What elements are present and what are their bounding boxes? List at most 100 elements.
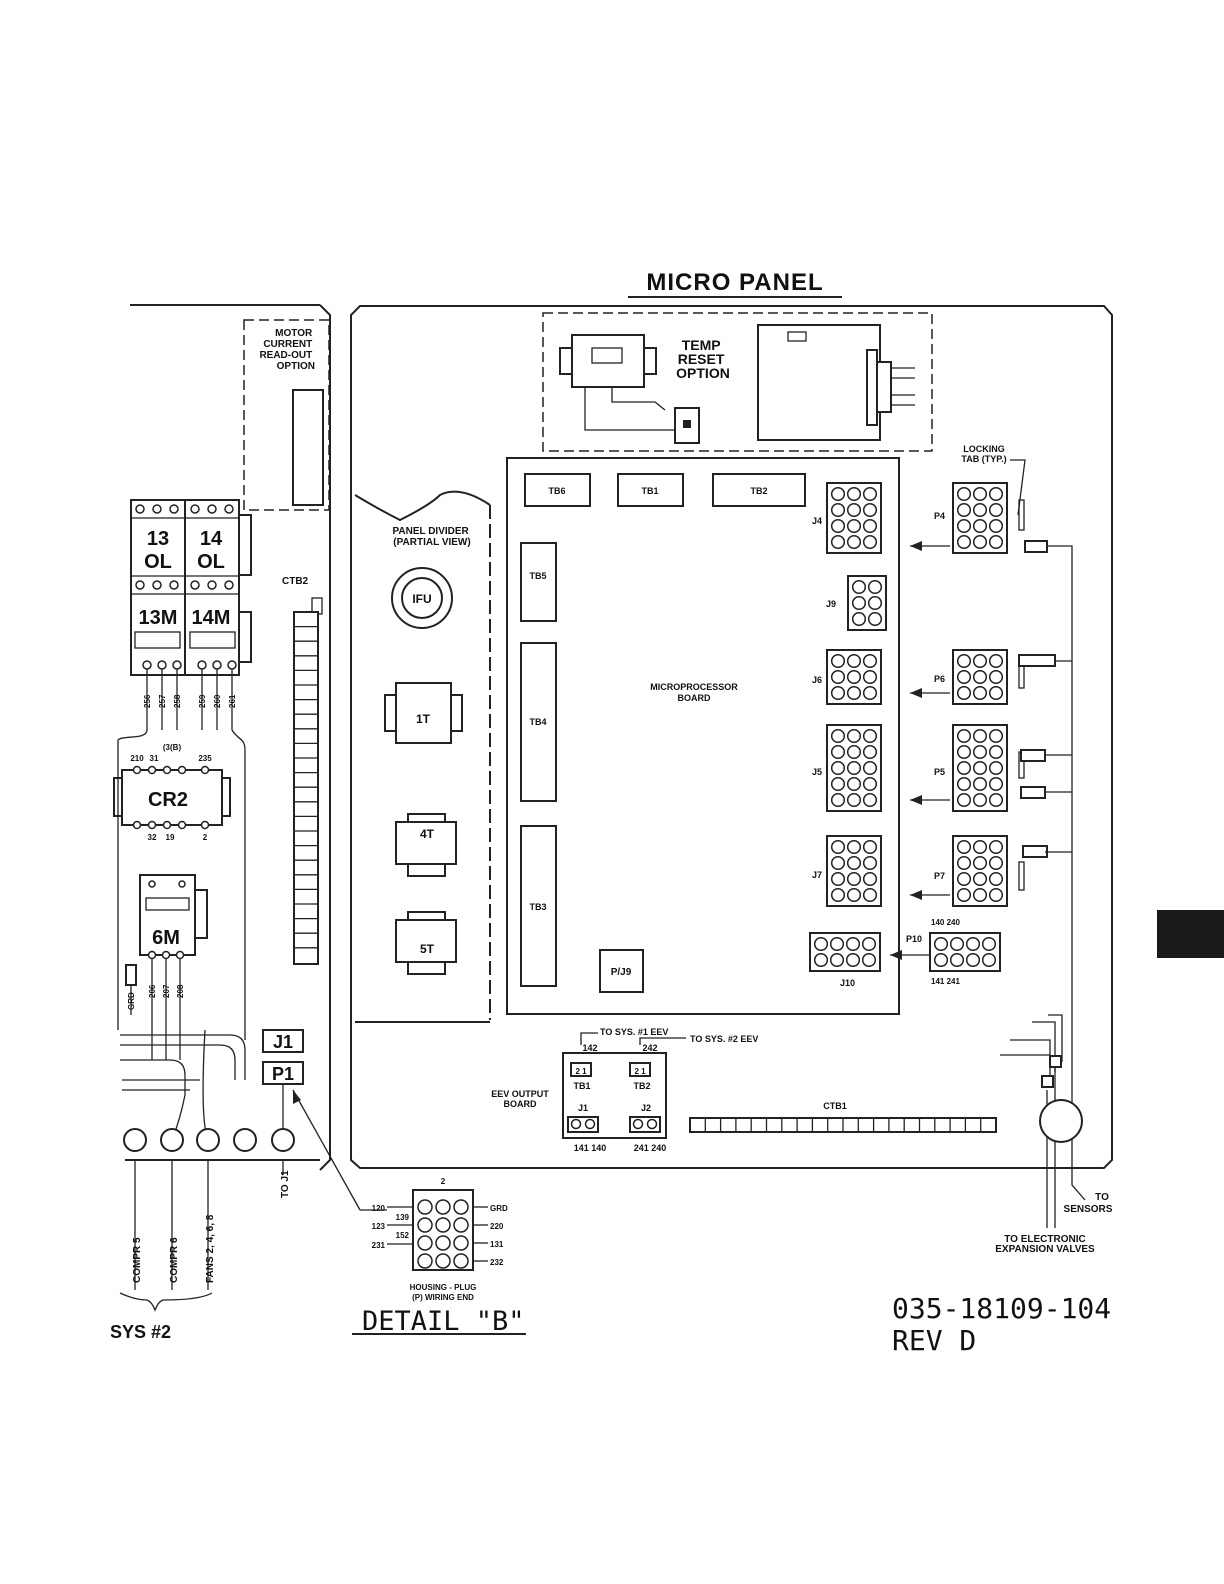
connector-pin <box>851 579 867 595</box>
p7-label: P7 <box>934 871 945 881</box>
detail-pin <box>453 1217 469 1233</box>
13m-label: 13M <box>139 607 178 629</box>
connector-pin <box>988 744 1004 760</box>
connector-pin <box>846 669 862 685</box>
j10-label: J10 <box>840 978 855 988</box>
motor-current-line: CURRENT <box>263 339 312 350</box>
mating-arrow <box>910 795 950 805</box>
connector-pin <box>956 728 972 744</box>
connector-pin <box>972 871 988 887</box>
j5-label: J5 <box>812 767 822 777</box>
connector-pin <box>846 792 862 808</box>
temp-reset-line: TEMP <box>682 337 721 353</box>
eev-top-num: 142 <box>582 1043 597 1053</box>
6m-wire: 207 <box>162 984 171 998</box>
ctb1-strip: CTB1 <box>689 1101 997 1133</box>
mating-arrow <box>890 950 930 960</box>
connector-pin <box>988 534 1004 550</box>
connector-pin <box>845 936 861 952</box>
connector-pin <box>862 839 878 855</box>
bottom-terminals <box>123 1128 295 1152</box>
connector-pin <box>862 760 878 776</box>
connector-pin <box>862 685 878 701</box>
detail-pin <box>417 1217 433 1233</box>
p7-connector <box>952 835 1008 907</box>
connector-pin <box>972 839 988 855</box>
detail-pin <box>435 1199 451 1215</box>
to-j1-label: TO J1 <box>280 1170 291 1198</box>
connector-pin <box>846 760 862 776</box>
motor-current-option: MOTOR CURRENT READ-OUT OPTION <box>243 319 330 511</box>
connector-pin <box>988 685 1004 701</box>
locking-tab-nub <box>1018 665 1025 689</box>
connector-pin <box>956 518 972 534</box>
connector-pin <box>830 518 846 534</box>
fans-label: FANS 2, 4, 6, 8 <box>205 1214 216 1283</box>
cr2-wire: 19 <box>166 833 175 842</box>
pj9-label: P/J9 <box>611 967 632 978</box>
6m-wire: GRD <box>127 992 136 1010</box>
to-sys2-eev: TO SYS. #2 EEV <box>690 1034 758 1044</box>
j1-label: J1 <box>273 1032 293 1052</box>
connector-pin <box>830 792 846 808</box>
connector-pin <box>862 871 878 887</box>
ctb2-label: CTB2 <box>282 576 309 587</box>
detail-caption: (P) WIRING END <box>412 1293 474 1302</box>
cr2-wire: 210 <box>130 754 144 763</box>
p6-label: P6 <box>934 674 945 684</box>
to-eev-line: EXPANSION VALVES <box>995 1244 1095 1255</box>
ifu-label: IFU <box>412 592 431 606</box>
ctb2-strip: CTB2 <box>282 576 323 965</box>
connector-pin <box>862 502 878 518</box>
tb6-label: TB6 <box>548 486 565 496</box>
cr2-wire: 32 <box>148 833 157 842</box>
j10-connector <box>809 932 881 972</box>
eev-board-label: BOARD <box>504 1099 537 1109</box>
j6-label: J6 <box>812 675 822 685</box>
detail-left-num: 123 <box>372 1222 386 1231</box>
connector-pin <box>988 728 1004 744</box>
connector-pin <box>830 760 846 776</box>
cr2-wire: (3(B) <box>163 743 182 752</box>
panel-divider-line: (PARTIAL VIEW) <box>393 537 470 548</box>
connector-pin <box>933 952 949 968</box>
to-sys1-eev: TO SYS. #1 EEV <box>600 1027 668 1037</box>
connector-pin <box>956 653 972 669</box>
connector-pin <box>956 502 972 518</box>
j-connector-labels: J4 J9 J6 J5 J7 J10 P4 P6 P5 P7 P10 140 2… <box>812 511 960 988</box>
connector-pin <box>846 685 862 701</box>
tb4-label: TB4 <box>529 717 546 727</box>
document-number: 035-18109-104 <box>892 1292 1111 1325</box>
svg-text:PANEL DIVIDER (PARTIAL V: PANEL DIVIDER (PARTIAL VIEW) <box>392 526 471 548</box>
connector-pin <box>956 871 972 887</box>
connector-pin <box>988 792 1004 808</box>
connector-pin <box>851 611 867 627</box>
motor-current-line: READ-OUT <box>259 350 312 361</box>
connector-pin <box>861 952 877 968</box>
eev-tb2-label: TB2 <box>633 1081 650 1091</box>
p5-connector <box>952 724 1008 812</box>
detail-pin <box>435 1217 451 1233</box>
connector-pin <box>988 518 1004 534</box>
detail-right-num: 131 <box>490 1240 504 1249</box>
tb1-label: TB1 <box>641 486 658 496</box>
connector-pin <box>988 502 1004 518</box>
wire-number: 257 <box>158 694 167 708</box>
connector-pin <box>846 887 862 903</box>
connector-pin <box>988 855 1004 871</box>
to-sensors-line: SENSORS <box>1064 1204 1113 1215</box>
connector-pin <box>956 744 972 760</box>
j9-label: J9 <box>826 599 836 609</box>
connector-pin <box>813 936 829 952</box>
wire-number: 260 <box>213 694 222 708</box>
detail-pin <box>417 1253 433 1269</box>
connector-pin <box>830 653 846 669</box>
connector-pin <box>972 776 988 792</box>
j4-label: J4 <box>812 516 822 526</box>
tb5-label: TB5 <box>529 571 546 581</box>
connector-pin <box>846 518 862 534</box>
connector-pin <box>846 776 862 792</box>
mating-arrow <box>910 688 950 698</box>
wire-stub <box>1024 540 1048 553</box>
